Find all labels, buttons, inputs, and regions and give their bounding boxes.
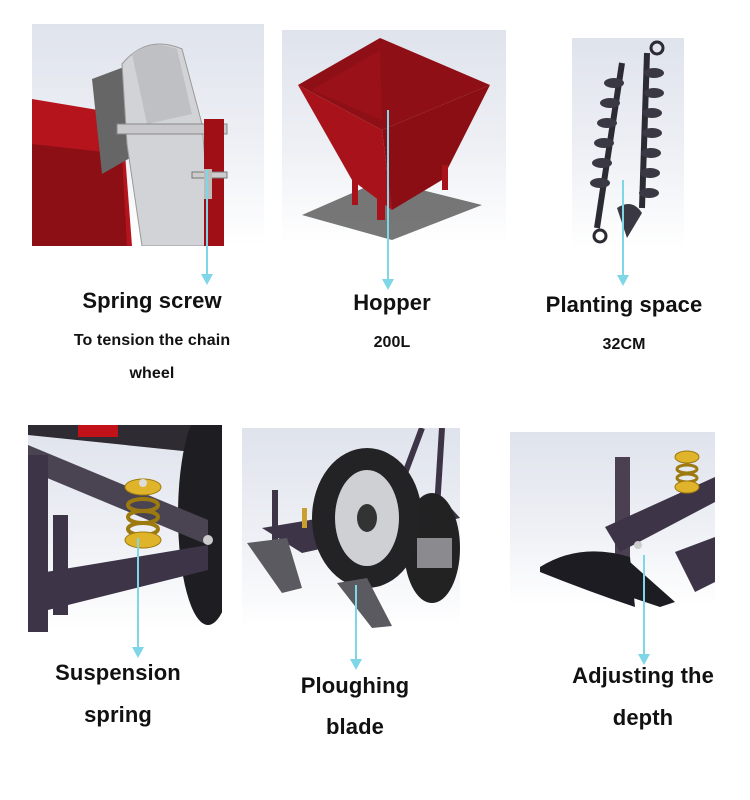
planting-chain-image (572, 38, 684, 248)
spring-screw-subtitle-line1: To tension the chain (73, 332, 231, 349)
spring-screw-render-icon (32, 43, 228, 246)
depth-adjust-image (510, 432, 715, 607)
suspension-spring-title-line2: spring (84, 702, 152, 727)
spring-screw-image (32, 24, 264, 246)
hopper-title: Hopper (353, 290, 431, 315)
hopper-subtitle: 200L (373, 334, 411, 351)
hopper-image (282, 30, 506, 244)
ploughing-blade-pointer-arrow (350, 585, 362, 670)
depth-adjust-title-line1: Adjusting the (572, 663, 714, 688)
planting-space-title: Planting space (545, 292, 703, 317)
planting-chain-pointer-arrow (617, 180, 629, 286)
suspension-spring-render-icon (28, 425, 222, 632)
depth-adjust-render-icon (540, 450, 715, 607)
suspension-spring-title-line1: Suspension (55, 660, 181, 685)
spring-screw-subtitle-line2: wheel (129, 365, 175, 382)
hopper-render-icon (298, 38, 490, 240)
ploughing-blade-render-icon (247, 428, 460, 628)
planting-chain-render-icon (590, 40, 665, 244)
depth-adjust-pointer-arrow (638, 555, 650, 665)
suspension-spring-image (28, 425, 222, 632)
ploughing-blade-image (242, 428, 460, 628)
hopper-pointer-arrow (382, 110, 394, 290)
spring-screw-pointer-arrow (201, 170, 213, 285)
planting-space-subtitle: 32CM (602, 336, 646, 353)
suspension-spring-pointer-arrow (132, 538, 144, 658)
spring-screw-title: Spring screw (82, 288, 222, 313)
ploughing-blade-title-line1: Ploughing (300, 673, 410, 698)
ploughing-blade-title-line2: blade (326, 714, 384, 739)
depth-adjust-title-line2: depth (612, 705, 674, 730)
